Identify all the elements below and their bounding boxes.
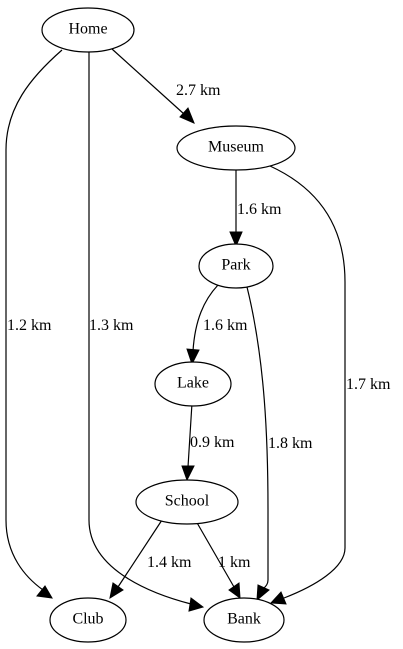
arrow-head — [181, 465, 195, 482]
node-label-home: Home — [68, 21, 107, 38]
node-shape — [41, 7, 135, 53]
edge-line — [269, 165, 346, 599]
edge-home-museum: 2.7 km — [111, 48, 221, 124]
node-label-park: Park — [221, 257, 250, 274]
node-bank: Bank — [203, 597, 285, 643]
edge-line — [246, 286, 269, 589]
node-shape — [198, 243, 274, 289]
edge-label-park-bank: 1.8 km — [268, 435, 313, 452]
edge-label-home-museum: 2.7 km — [176, 82, 221, 99]
edge-label-lake-school: 0.9 km — [190, 434, 235, 451]
arrow-head — [229, 231, 243, 248]
edge-line — [88, 52, 192, 605]
node-shape — [49, 597, 127, 643]
node-home: Home — [41, 7, 135, 53]
edge-park-lake: 1.6 km — [186, 284, 248, 366]
arrow-head — [186, 348, 200, 366]
arrow-head — [109, 582, 124, 600]
edge-line — [117, 519, 163, 588]
edge-line — [195, 520, 235, 588]
edge-line — [111, 48, 185, 115]
node-label-lake: Lake — [177, 375, 209, 392]
arrow-head — [179, 107, 195, 124]
edge-school-bank: 1 km — [195, 520, 251, 600]
node-label-bank: Bank — [227, 611, 261, 628]
edge-label-school-bank: 1 km — [218, 554, 251, 571]
edge-label-home-club: 1.2 km — [7, 317, 52, 334]
edge-label-home-bank: 1.3 km — [89, 317, 134, 334]
arrow-head — [256, 584, 270, 602]
edge-label-museum-park: 1.6 km — [237, 201, 282, 218]
edge-home-club: 1.2 km — [5, 49, 63, 599]
arrow-head — [269, 591, 287, 605]
edge-lake-school: 0.9 km — [181, 402, 235, 482]
node-shape — [176, 125, 296, 171]
edge-home-bank: 1.3 km — [88, 52, 205, 612]
node-label-museum: Museum — [208, 139, 265, 156]
node-label-school: School — [165, 493, 210, 510]
node-club: Club — [49, 597, 127, 643]
edge-line — [187, 402, 193, 468]
node-shape — [154, 361, 232, 407]
edge-museum-park: 1.6 km — [229, 170, 282, 248]
node-lake: Lake — [154, 361, 232, 407]
node-museum: Museum — [176, 125, 296, 171]
edge-school-club: 1.4 km — [109, 519, 192, 600]
node-shape — [203, 597, 285, 643]
arrow-head — [36, 585, 53, 599]
node-shape — [135, 479, 239, 525]
edge-museum-bank: 1.7 km — [269, 165, 391, 605]
node-park: Park — [198, 243, 274, 289]
edge-label-museum-bank: 1.7 km — [346, 376, 391, 393]
node-school: School — [135, 479, 239, 525]
edge-line — [192, 284, 219, 352]
edge-park-bank: 1.8 km — [246, 286, 313, 602]
edge-label-park-lake: 1.6 km — [203, 317, 248, 334]
arrow-head — [188, 597, 205, 612]
arrow-head — [228, 582, 241, 600]
node-label-club: Club — [72, 611, 103, 628]
edge-label-school-club: 1.4 km — [147, 554, 192, 571]
edge-line — [5, 49, 63, 591]
